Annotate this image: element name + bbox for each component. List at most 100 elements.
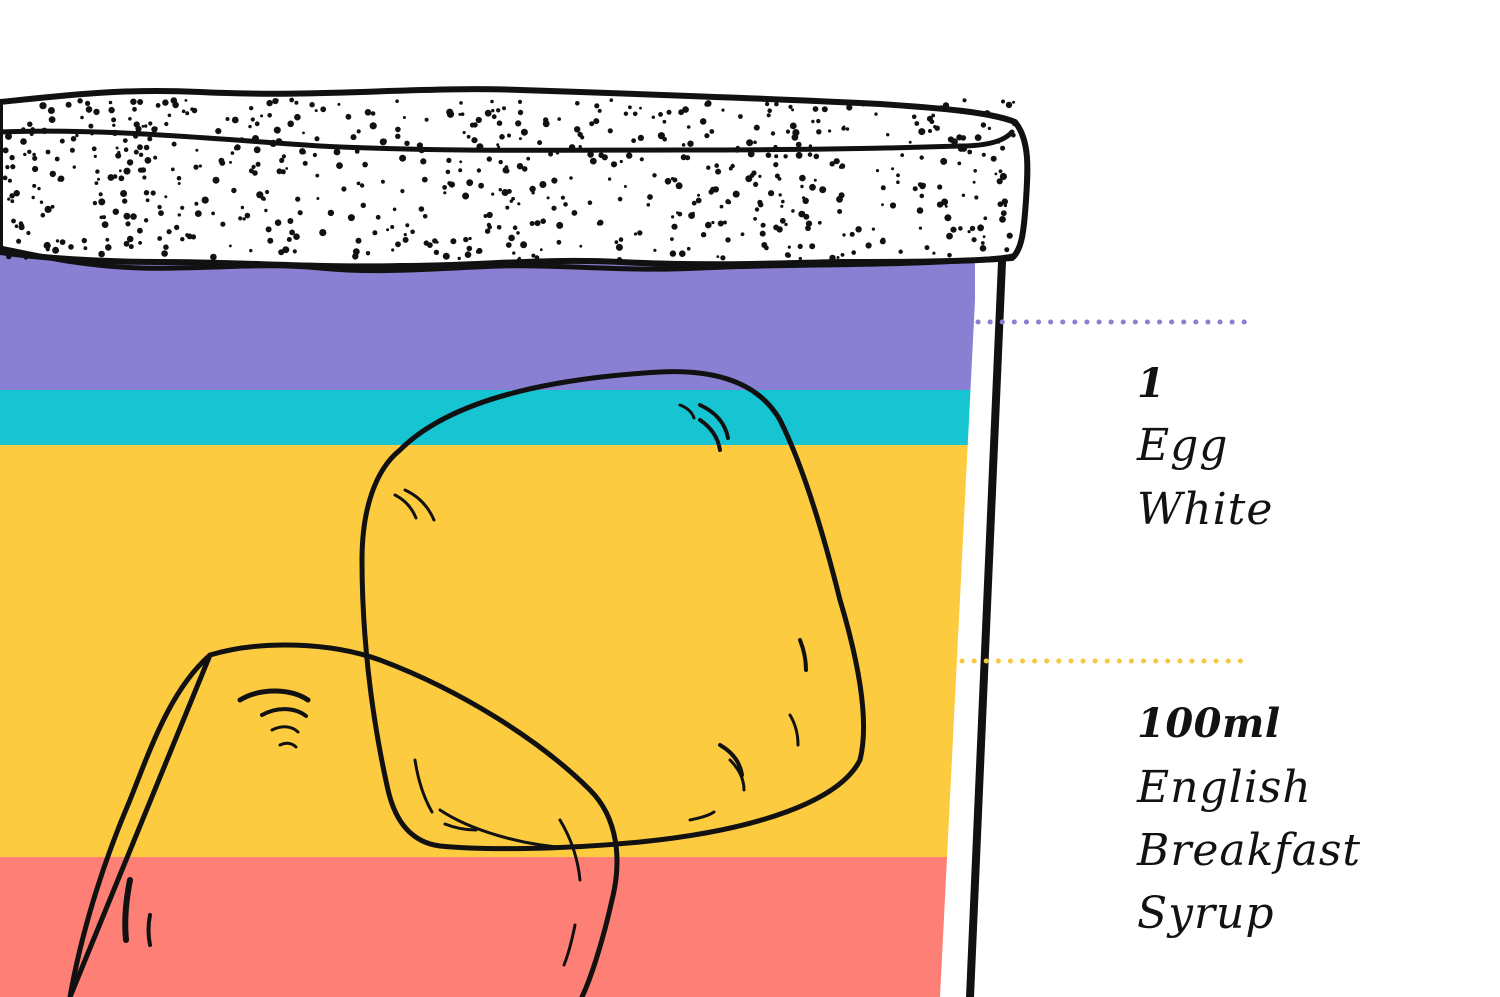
sugar-speckle <box>669 250 677 257</box>
sugar-speckle <box>171 141 177 147</box>
sugar-speckle <box>445 169 451 175</box>
sugar-speckle <box>774 154 779 159</box>
sugar-speckle <box>233 146 239 151</box>
sugar-speckle <box>664 177 672 185</box>
sugar-speckle <box>9 154 15 161</box>
sugar-speckle <box>496 143 500 147</box>
sugar-speckle <box>275 138 283 145</box>
sugar-speckle <box>484 109 492 117</box>
sugar-speckle <box>828 129 832 133</box>
ice-cube-icon <box>359 369 867 852</box>
sugar-speckle <box>671 215 675 219</box>
sugar-speckle <box>229 160 232 164</box>
sugar-speckle <box>728 166 733 171</box>
sugar-speckle <box>520 128 528 136</box>
sugar-speckle <box>753 217 757 221</box>
sugar-speckle <box>421 176 428 183</box>
sugar-speckle <box>410 229 415 235</box>
sugar-speckle <box>472 122 478 128</box>
sugar-speckle <box>646 203 651 207</box>
ice-cube-icon <box>67 642 620 997</box>
sugar-speckle <box>360 202 366 208</box>
sugar-speckle <box>865 242 872 249</box>
sugar-speckle <box>201 196 209 204</box>
sugar-speckle <box>150 190 156 196</box>
sugar-speckle <box>285 167 289 170</box>
syrup-name-line-3: Syrup <box>1137 888 1275 939</box>
sugar-speckle <box>749 173 755 178</box>
sugar-speckle <box>195 148 199 152</box>
sugar-speckle <box>502 106 506 111</box>
sugar-speckle <box>483 214 488 218</box>
sugar-speckle <box>97 177 100 181</box>
sugar-speckle <box>278 249 285 256</box>
syrup-layer <box>0 445 975 857</box>
sugar-speckle <box>617 196 623 202</box>
sugar-speckle <box>770 131 776 136</box>
sugar-speckle <box>45 247 50 252</box>
sugar-speckle <box>162 99 169 106</box>
sugar-speckle <box>484 228 491 234</box>
sugar-speckle <box>526 156 531 161</box>
sugar-speckle <box>708 189 714 195</box>
sugar-speckle <box>984 110 991 117</box>
sugar-speckle <box>504 168 510 174</box>
sugar-speckle <box>350 134 357 141</box>
sugar-speckle <box>391 248 395 252</box>
sugar-speckle <box>466 134 471 139</box>
sugar-speckle <box>682 106 689 113</box>
sugar-speckle <box>289 229 295 236</box>
sugar-speckle <box>722 220 727 225</box>
sugar-speckle <box>267 237 274 244</box>
sugar-speckle <box>919 182 926 190</box>
sugar-speckle <box>505 205 510 210</box>
sugar-speckle <box>50 204 55 209</box>
sugar-speckle <box>6 253 12 260</box>
sugar-speckle <box>704 101 710 107</box>
sugar-speckle <box>403 233 407 237</box>
sugar-speckle <box>994 172 998 176</box>
sugar-speckle <box>846 104 853 111</box>
sugar-speckle <box>515 120 522 127</box>
sugar-speckle <box>813 178 817 182</box>
sugar-speckle <box>302 131 305 135</box>
sugar-speckle <box>791 108 795 112</box>
sugar-speckle <box>98 250 105 258</box>
sugar-speckle <box>77 98 83 104</box>
sugar-speckle <box>143 144 150 151</box>
sugar-speckle <box>840 253 845 257</box>
sugar-speckle <box>1011 121 1018 127</box>
sugar-speckle <box>446 157 452 163</box>
sugar-speckle <box>252 135 259 142</box>
sugar-speckle <box>365 251 371 256</box>
sugar-speckle <box>174 224 180 231</box>
sugar-speckle <box>287 218 294 224</box>
sugar-speckle <box>18 224 25 231</box>
sugar-speckle <box>194 201 199 206</box>
sugar-speckle <box>706 165 711 170</box>
sugar-speckle <box>458 168 463 173</box>
sugar-speckle <box>568 144 576 151</box>
sugar-speckle <box>982 235 986 239</box>
sugar-speckle <box>251 164 256 169</box>
sugar-speckle <box>821 106 828 113</box>
sugar-speckle <box>761 242 768 248</box>
sugar-speckle <box>891 167 895 171</box>
sugar-speckle <box>462 130 466 135</box>
sugar-speckle <box>68 244 74 250</box>
sugar-speckle <box>229 244 232 248</box>
sugar-speckle <box>812 106 819 112</box>
sugar-speckle <box>521 166 528 172</box>
sugar-speckle <box>829 161 835 167</box>
sugar-speckle <box>184 99 188 102</box>
sugar-speckle <box>841 126 846 131</box>
sugar-speckle <box>125 221 131 227</box>
sugar-speckle <box>816 129 822 135</box>
sugar-speckle <box>52 246 60 254</box>
sugar-speckle <box>112 208 120 215</box>
sugar-speckle <box>164 195 168 199</box>
sugar-speckle <box>946 232 953 240</box>
sugar-speckle <box>555 151 560 155</box>
sugar-speckle <box>336 162 343 170</box>
sugar-speckle <box>842 233 846 237</box>
